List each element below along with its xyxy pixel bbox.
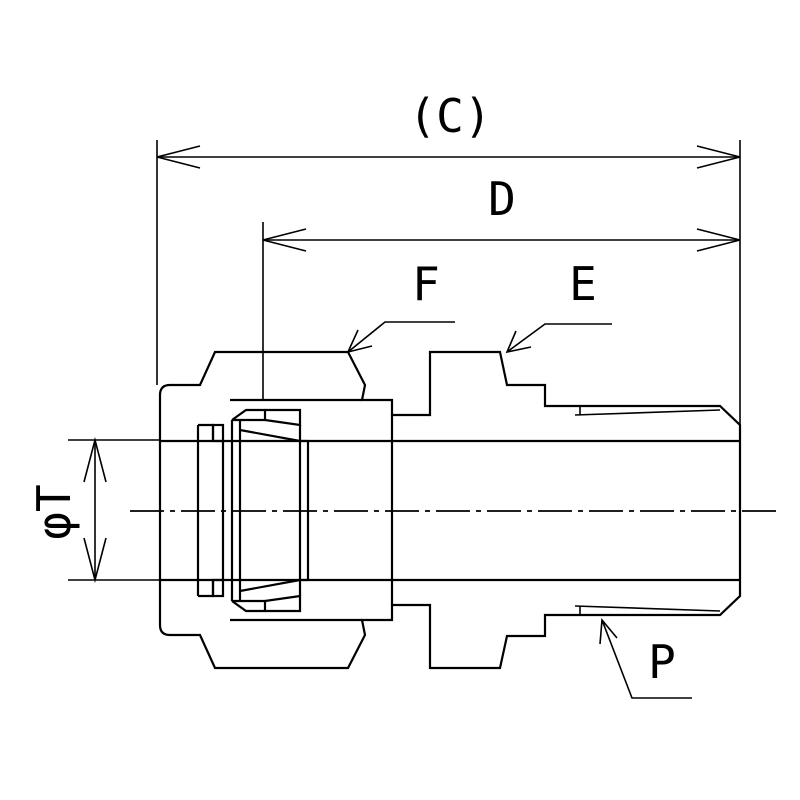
leader-f: F [346,257,455,354]
leader-p-label: P [648,635,676,689]
dimension-tube-od: φT [27,436,160,584]
dimension-d: D [262,172,741,400]
dimension-d-label: D [488,172,516,226]
fitting-body [158,350,742,670]
leader-f-label: F [412,257,440,311]
nut-hex-outline [158,350,742,670]
dimension-c-label: (C) [408,89,491,143]
dimension-c: (C) [156,89,741,425]
leader-p: P [599,617,692,699]
leader-e: E [505,257,612,354]
tube-od-label: φT [27,484,81,539]
ferrule-assembly [196,408,310,613]
leader-e-label: E [569,257,597,311]
